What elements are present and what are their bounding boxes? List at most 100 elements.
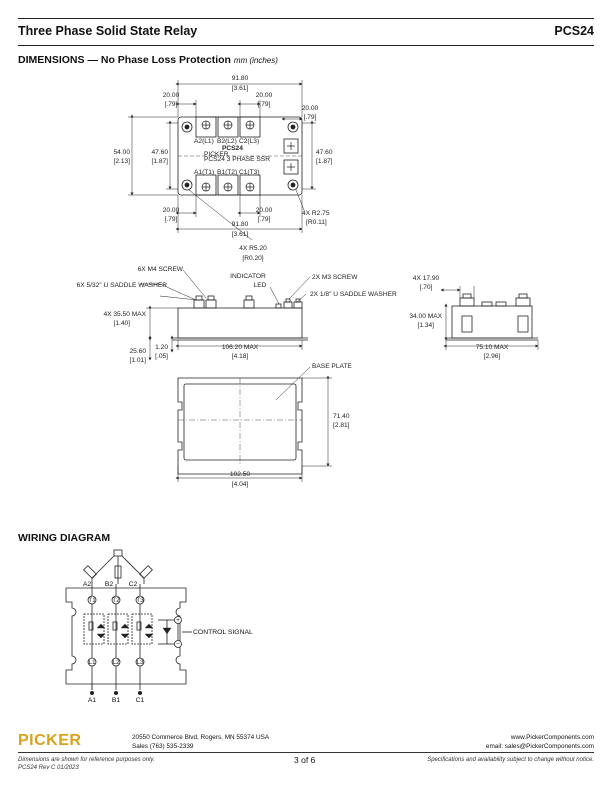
svg-text:B2(L2): B2(L2): [217, 138, 237, 145]
svg-text:C2: C2: [129, 581, 138, 588]
end-view-dims: [440, 286, 539, 350]
svg-text:L1: L1: [88, 659, 96, 666]
svg-text:34.00 MAX: 34.00 MAX: [409, 313, 442, 320]
footer-email-link[interactable]: email: sales@PickerComponents.com: [485, 743, 594, 750]
svg-text:BASE PLATE: BASE PLATE: [312, 363, 352, 370]
doc-title: Three Phase Solid State Relay: [18, 24, 198, 38]
mount-hole-bl: [181, 179, 193, 191]
svg-text:B1(T2): B1(T2): [217, 169, 237, 176]
svg-text:[4.04]: [4.04]: [232, 481, 249, 488]
svg-text:[4.18]: [4.18]: [232, 353, 249, 360]
svg-text:[2.96]: [2.96]: [484, 353, 501, 360]
svg-text:[.79]: [.79]: [165, 101, 178, 108]
svg-text:91.80: 91.80: [232, 75, 249, 82]
top-view-dim-text: 91.80 [3.61] 20.00 [.79] 20.00 [.79] 20.…: [113, 75, 332, 262]
svg-text:91.80: 91.80: [232, 221, 249, 228]
svg-text:20.00: 20.00: [256, 207, 273, 214]
end-view: [446, 293, 538, 341]
terminal-bot-3: [239, 174, 261, 196]
svg-text:A1: A1: [88, 697, 97, 704]
svg-text:20.00: 20.00: [163, 207, 180, 214]
svg-text:[1.40]: [1.40]: [114, 320, 131, 327]
svg-text:C1(T3): C1(T3): [239, 169, 260, 176]
top-view: [177, 116, 303, 196]
terminal-bot-2: [217, 174, 239, 196]
svg-text:[3.61]: [3.61]: [232, 85, 249, 92]
svg-text:T3: T3: [136, 597, 144, 604]
svg-text:2X M3 SCREW: 2X M3 SCREW: [312, 274, 358, 281]
svg-text:25.60: 25.60: [129, 348, 146, 355]
svg-text:[R0.11]: [R0.11]: [306, 219, 327, 226]
svg-text:T2: T2: [112, 597, 120, 604]
wiring-terminals: [90, 691, 142, 695]
svg-text:CONTROL SIGNAL: CONTROL SIGNAL: [193, 629, 253, 636]
svg-text:54.00: 54.00: [113, 149, 130, 156]
svg-text:106.20 MAX: 106.20 MAX: [222, 344, 259, 351]
svg-text:B2: B2: [105, 581, 114, 588]
wiring-text: A2 B2 C2 T1 T2 T3 L1 L2 L3 A1 B1 C1 + − …: [83, 581, 253, 704]
svg-text:+: +: [176, 617, 180, 624]
svg-text:47.60: 47.60: [316, 149, 333, 156]
svg-text:PICKER: PICKER: [204, 151, 229, 158]
footer-note-revision: PCS24 Rev C 01/2023: [18, 765, 79, 771]
terminal-top-2: [217, 116, 239, 138]
svg-text:C2(L3): C2(L3): [239, 138, 259, 145]
svg-text:75.10 MAX: 75.10 MAX: [476, 344, 509, 351]
svg-text:6X M4 SCREW: 6X M4 SCREW: [138, 266, 184, 273]
footer-note-specs: Specifications and availability subject …: [427, 757, 594, 763]
svg-text:102.50: 102.50: [230, 471, 251, 478]
svg-text:[R0.20]: [R0.20]: [242, 255, 263, 262]
footer-note-reference: Dimensions are shown for reference purpo…: [18, 757, 155, 763]
part-number: PCS24: [554, 24, 594, 38]
svg-text:[.79]: [.79]: [258, 216, 271, 223]
footer-web-link[interactable]: www.PickerComponents.com: [510, 734, 594, 741]
svg-text:PCS24: PCS24: [222, 145, 243, 152]
svg-text:4X 17.90: 4X 17.90: [413, 275, 440, 282]
wiring-relay-outline: [65, 587, 187, 685]
wiring-diagram: [65, 549, 192, 690]
svg-text:1.20: 1.20: [155, 344, 168, 351]
svg-text:A1(T1): A1(T1): [194, 169, 214, 176]
svg-text:[.79]: [.79]: [304, 114, 317, 121]
base-plate-text: BASE PLATE 71.40 [2.81] 102.50 [4.04]: [230, 363, 353, 488]
svg-text:47.60: 47.60: [151, 149, 168, 156]
end-view-text: 4X 17.90 [.70] 34.00 MAX [1.34] 75.10 MA…: [409, 275, 509, 360]
footer-page-number: 3 of 6: [294, 755, 316, 765]
svg-text:C1: C1: [136, 697, 145, 704]
footer-divider: [18, 752, 594, 753]
svg-text:L3: L3: [136, 659, 144, 666]
end-view-body: [451, 305, 533, 339]
svg-text:B1: B1: [112, 697, 121, 704]
dimensions-heading: DIMENSIONS — No Phase Loss Protection mm…: [18, 54, 278, 66]
svg-text:[.79]: [.79]: [258, 101, 271, 108]
side-view: [172, 295, 308, 341]
mount-hole-tr: [287, 121, 299, 133]
svg-text:4X R2.75: 4X R2.75: [302, 210, 330, 217]
terminal-bot-1: [195, 174, 217, 196]
svg-text:20.00: 20.00: [302, 105, 319, 112]
svg-text:[1.87]: [1.87]: [316, 158, 333, 165]
svg-text:[2.81]: [2.81]: [333, 422, 350, 429]
wiring-heading: WIRING DIAGRAM: [18, 532, 111, 544]
side-view-text: 6X M4 SCREW 6X 5/32" U SADDLE WASHER IND…: [77, 266, 397, 364]
svg-text:[.79]: [.79]: [165, 216, 178, 223]
svg-text:[1.01]: [1.01]: [130, 357, 147, 364]
svg-text:A2: A2: [83, 581, 92, 588]
svg-text:−: −: [176, 641, 180, 648]
mount-hole-tl: [181, 121, 193, 133]
base-plate-view: [177, 377, 303, 475]
svg-text:20.00: 20.00: [256, 92, 273, 99]
svg-text:6X 5/32" U SADDLE WASHER: 6X 5/32" U SADDLE WASHER: [77, 282, 168, 289]
terminal-top-3: [239, 116, 261, 138]
terminal-top-1: [195, 116, 217, 138]
page-header: Three Phase Solid State Relay PCS24: [18, 18, 594, 46]
svg-text:A2(L1): A2(L1): [194, 138, 214, 145]
svg-text:L2: L2: [112, 659, 120, 666]
footer-address: 20550 Commerce Blvd, Rogers, MN 55374 US…: [132, 734, 270, 741]
svg-text:T1: T1: [88, 597, 96, 604]
svg-text:4X 35.50 MAX: 4X 35.50 MAX: [103, 311, 146, 318]
svg-text:2X 1/8" U SADDLE WASHER: 2X 1/8" U SADDLE WASHER: [310, 291, 397, 298]
base-plate-dims: [175, 366, 332, 482]
mount-hole-br: [287, 179, 299, 191]
